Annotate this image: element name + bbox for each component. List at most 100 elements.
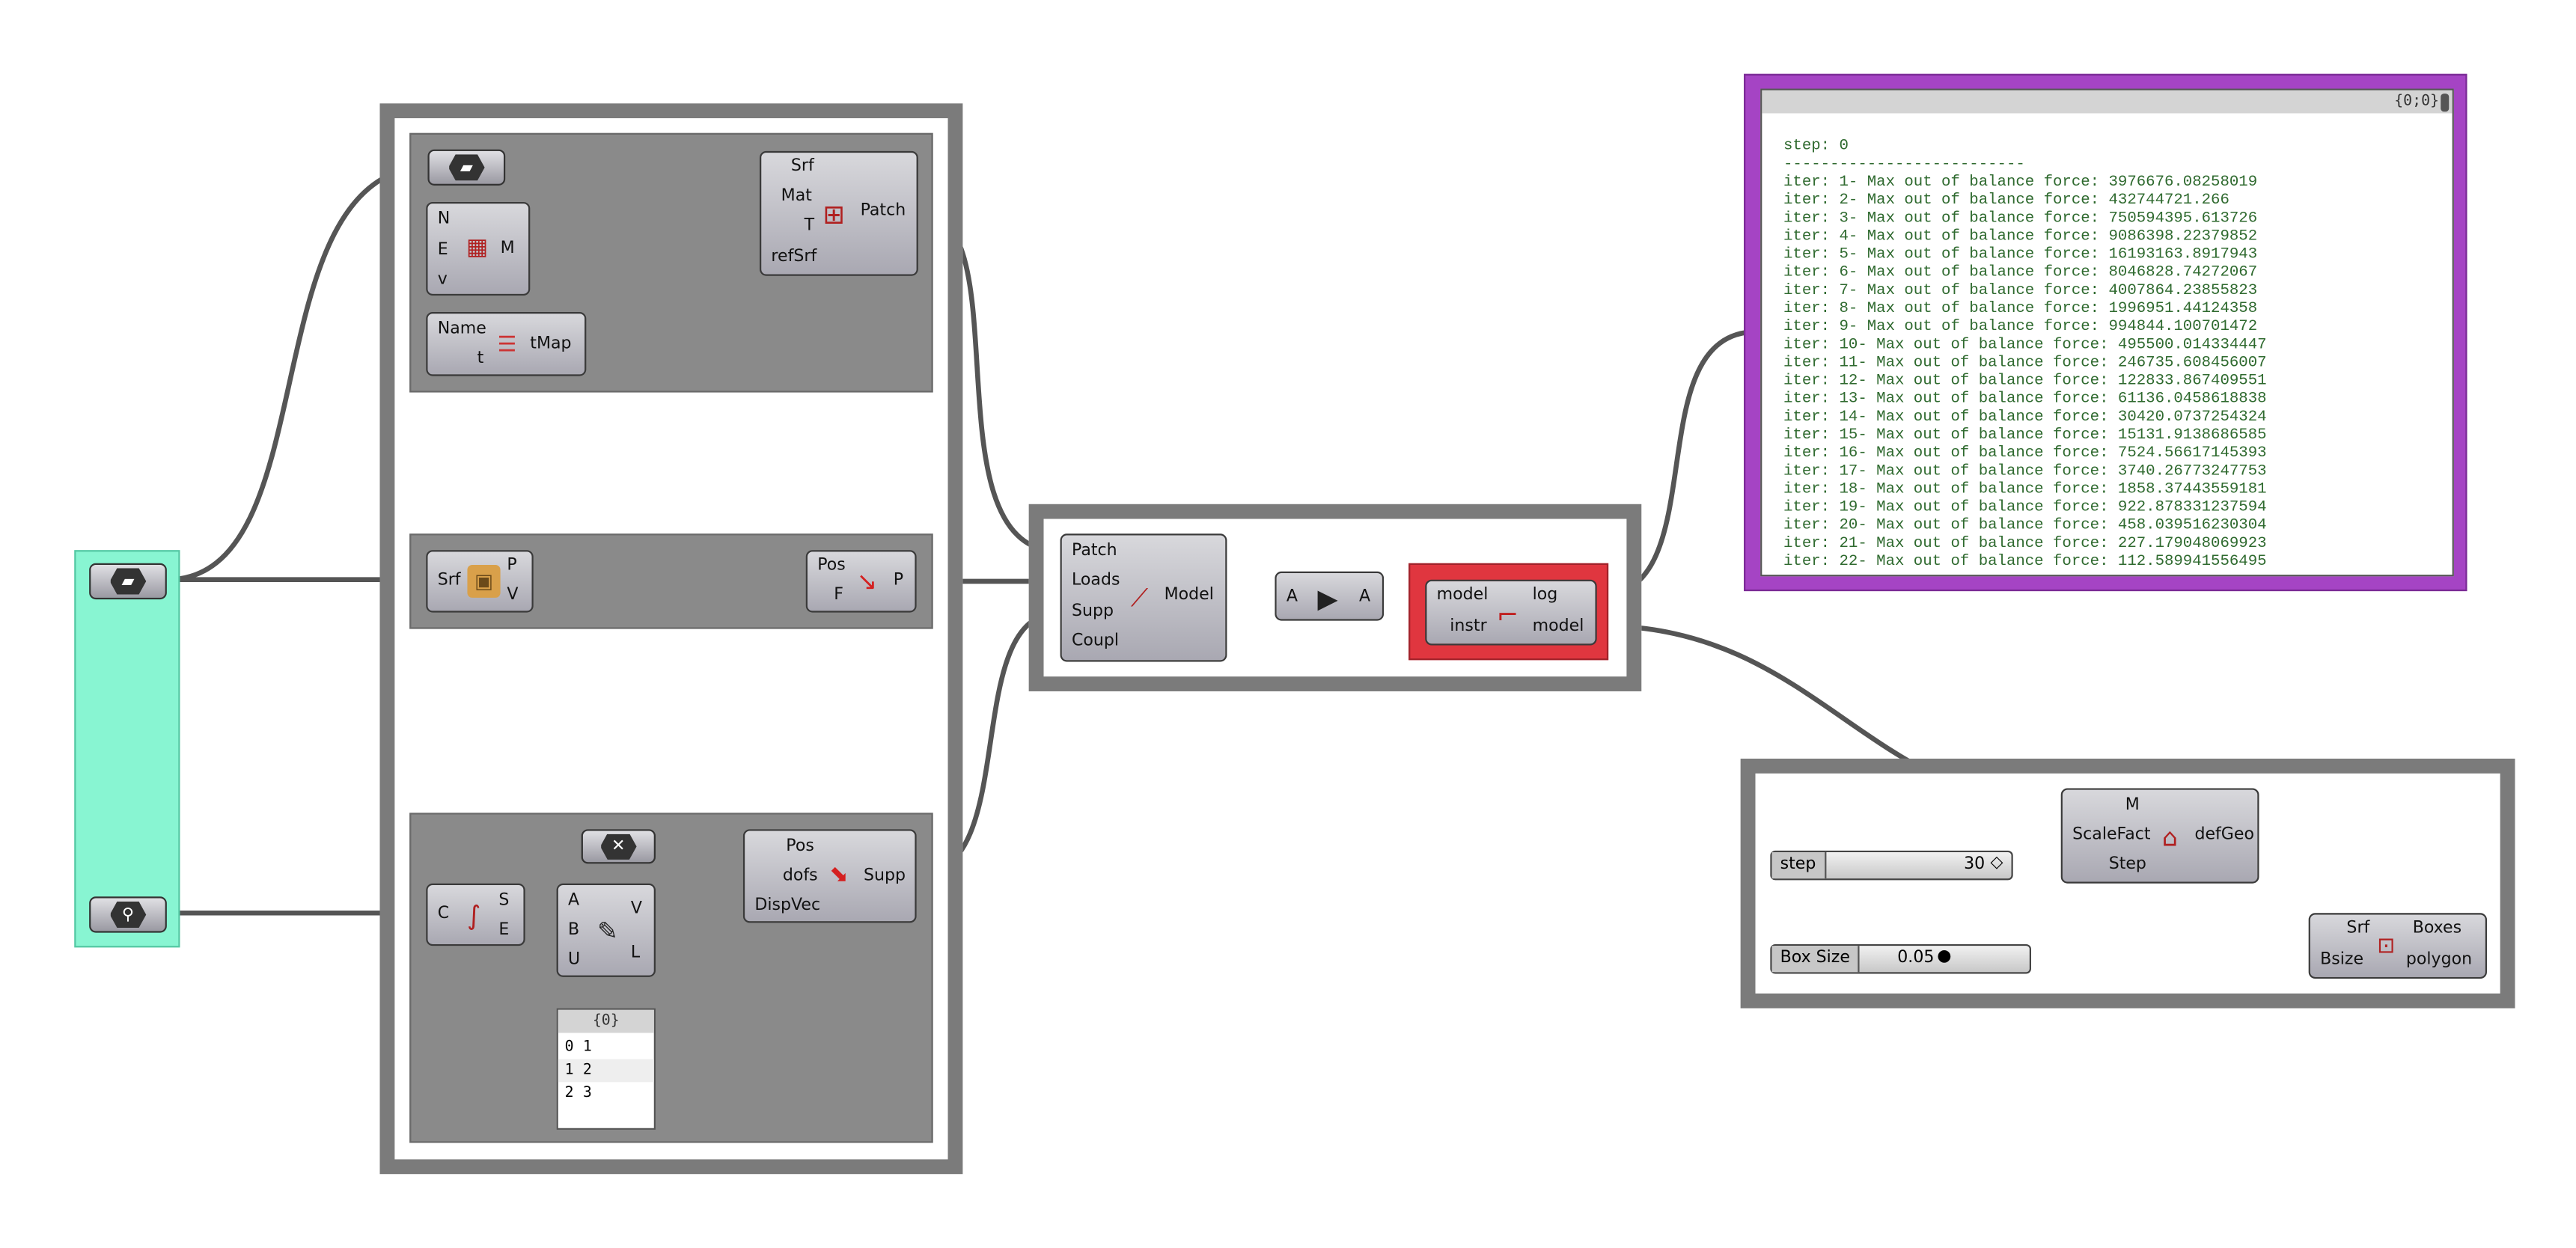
support-component[interactable]: Pos dofs DispVec ⬊ Supp (742, 829, 917, 923)
deformed-input-step: Step (2108, 855, 2146, 874)
log-line: -------------------------- (1783, 154, 2025, 173)
deformed-component[interactable]: M ScaleFact Step ⌂ defGeo (2060, 788, 2259, 884)
deformed-shell-icon: ⌂ (2161, 822, 2178, 853)
load-input-f: F (834, 586, 844, 605)
analysis-input-model: model (1436, 586, 1489, 605)
support-input-dispvec: DispVec (754, 896, 821, 915)
deformed-input-m: M (2125, 796, 2140, 815)
null-component[interactable]: ✕ (581, 829, 656, 864)
list-row: 0 1 (558, 1036, 654, 1059)
log-line: iter: 12- Max out of balance force: 1228… (1783, 371, 2267, 390)
play-input-a: A (1286, 587, 1298, 606)
line-input-b: B (568, 921, 580, 940)
analysis-component[interactable]: model instr ⌐ log model (1425, 579, 1597, 646)
support-input-pos: Pos (786, 837, 814, 856)
curve-divide-component[interactable]: C ∫ S E (426, 883, 525, 946)
material-input-e: E (437, 241, 448, 260)
boxes-icon: ⊡ (2377, 933, 2396, 958)
log-line: iter: 5- Max out of balance force: 16193… (1783, 245, 2258, 263)
boxes-input-srf: Srf (2346, 920, 2370, 938)
assemble-component[interactable]: Patch Loads Supp Coupl ⟋ Model (1060, 533, 1227, 662)
list-row-index: 0 (564, 1039, 574, 1056)
srf-param[interactable]: ▰ (427, 149, 506, 186)
assemble-input-patch: Patch (1072, 542, 1117, 560)
log-line: iter: 20- Max out of balance force: 458.… (1783, 516, 2267, 534)
load-component[interactable]: Pos F ↘ P (805, 550, 917, 613)
analysis-output-model: model (1532, 617, 1584, 636)
material-component[interactable]: N E v ▦ M (426, 201, 531, 296)
assemble-input-loads: Loads (1072, 571, 1120, 590)
log-line: iter: 16- Max out of balance force: 7524… (1783, 443, 2267, 462)
log-line: iter: 22- Max out of balance force: 112.… (1783, 551, 2267, 570)
log-line: iter: 1- Max out of balance force: 39766… (1783, 172, 2258, 191)
log-line: iter: 15- Max out of balance force: 1513… (1783, 425, 2267, 444)
list-row-value: 1 (582, 1039, 592, 1056)
line-input-u: U (568, 950, 581, 969)
wire-brep1-srf (166, 163, 433, 583)
support-icon: ⬊ (828, 862, 849, 889)
boxsize-slider-label: Box Size (1771, 946, 1861, 973)
log-line: step: 0 (1783, 136, 1849, 155)
dofs-list-panel[interactable]: {0} 0 1 1 2 2 3 (556, 1008, 656, 1130)
log-line: iter: 3- Max out of balance force: 75059… (1783, 208, 2258, 227)
boxes-component[interactable]: Srf Bsize ⊡ Boxes polygon (2308, 913, 2487, 979)
step-slider[interactable]: step 30 ◇ (1770, 850, 2013, 881)
thickness-output-tmap: tMap (530, 334, 572, 353)
log-line: iter: 13- Max out of balance force: 6113… (1783, 389, 2267, 408)
boxes-output-boxes: Boxes (2412, 920, 2462, 938)
thickness-component[interactable]: Name t ☰ tMap (426, 311, 587, 376)
boxes-output-polygon: polygon (2405, 950, 2473, 969)
thickness-input-t: t (477, 349, 484, 368)
log-panel[interactable]: {0;0} step: 0 --------------------------… (1760, 88, 2454, 577)
slider-grip-icon[interactable]: ● (1937, 947, 1952, 966)
support-input-dofs: dofs (782, 866, 818, 885)
patch-input-srf: Srf (790, 157, 814, 176)
thickness-map-icon: ☰ (497, 332, 517, 358)
play-component[interactable]: A ▶ A (1275, 571, 1385, 621)
list-row-value: 3 (582, 1085, 592, 1102)
list-panel-header: {0} (558, 1009, 654, 1033)
load-output-p: P (893, 571, 904, 590)
line-input-a: A (568, 891, 580, 910)
line-component[interactable]: A B U ✎ V L (556, 883, 656, 977)
load-point-component[interactable]: Srf ▣ P V (426, 550, 534, 613)
log-line: iter: 2- Max out of balance force: 43274… (1783, 190, 2229, 209)
log-line: iter: 8- Max out of balance force: 19969… (1783, 299, 2258, 317)
log-line: iter: 21- Max out of balance force: 227.… (1783, 533, 2267, 552)
log-scrollbar[interactable] (2441, 94, 2450, 112)
line-output-l: L (630, 943, 641, 963)
loadpt-input-srf: Srf (437, 571, 461, 590)
analysis-output-log: log (1532, 586, 1558, 605)
log-line: iter: 6- Max out of balance force: 80468… (1783, 263, 2258, 281)
box-icon: ▣ (467, 564, 501, 598)
log-line: iter: 4- Max out of balance force: 90863… (1783, 226, 2258, 245)
log-line: iter: 10- Max out of balance force: 4955… (1783, 334, 2267, 353)
surface-icon: ▰ (448, 154, 485, 181)
line-pen-icon: ✎ (597, 916, 618, 946)
slider-grip-icon[interactable]: ◇ (1990, 854, 2003, 872)
brep-icon: ▰ (109, 568, 147, 595)
log-line: iter: 19- Max out of balance force: 922.… (1783, 497, 2267, 516)
boxsize-slider-value: 0.05 (1897, 949, 1935, 967)
teal-group[interactable] (74, 550, 180, 948)
assemble-output-model: Model (1164, 586, 1214, 605)
log-line: iter: 17- Max out of balance force: 3740… (1783, 461, 2267, 480)
brep-param[interactable]: ▰ (89, 563, 167, 600)
step-slider-label: step (1771, 852, 1826, 879)
step-slider-value: 30 (1964, 855, 1986, 874)
curve-param[interactable]: ⚲ (89, 896, 167, 933)
patch-component[interactable]: Srf Mat T refSrf ⊞ Patch (759, 150, 918, 276)
curve-param-icon: ⚲ (109, 901, 147, 929)
arrow-load-icon: ↘ (856, 566, 878, 596)
curve-output-e: E (498, 921, 510, 940)
material-output-m: M (500, 239, 515, 258)
support-output-supp: Supp (863, 866, 906, 885)
patch-input-mat: Mat (781, 187, 812, 206)
boxsize-slider[interactable]: Box Size 0.05 ● (1770, 943, 2031, 974)
x-icon: ✕ (600, 833, 637, 860)
list-row: 2 3 (558, 1082, 654, 1105)
deformed-output-defgeo: defGeo (2194, 825, 2254, 845)
material-input-n: N (437, 209, 451, 229)
material-icon: ▦ (466, 234, 489, 261)
